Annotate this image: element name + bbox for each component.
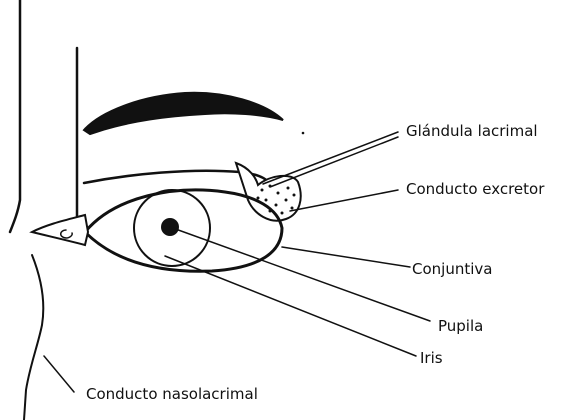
stray-dot xyxy=(302,132,305,135)
label-pupila: Pupila xyxy=(438,317,483,335)
label-conducto-excretor: Conducto excretor xyxy=(406,180,545,198)
lacrimal-gland xyxy=(236,163,301,221)
label-conducto-nasolacrimal: Conducto nasolacrimal xyxy=(86,385,258,403)
eyebrow xyxy=(84,93,283,134)
label-glandula-lacrimal: Glándula lacrimal xyxy=(406,122,538,140)
inner-eye-corner xyxy=(32,215,88,245)
face-outline xyxy=(10,0,77,420)
label-iris: Iris xyxy=(420,349,443,367)
label-conjuntiva: Conjuntiva xyxy=(412,260,492,278)
